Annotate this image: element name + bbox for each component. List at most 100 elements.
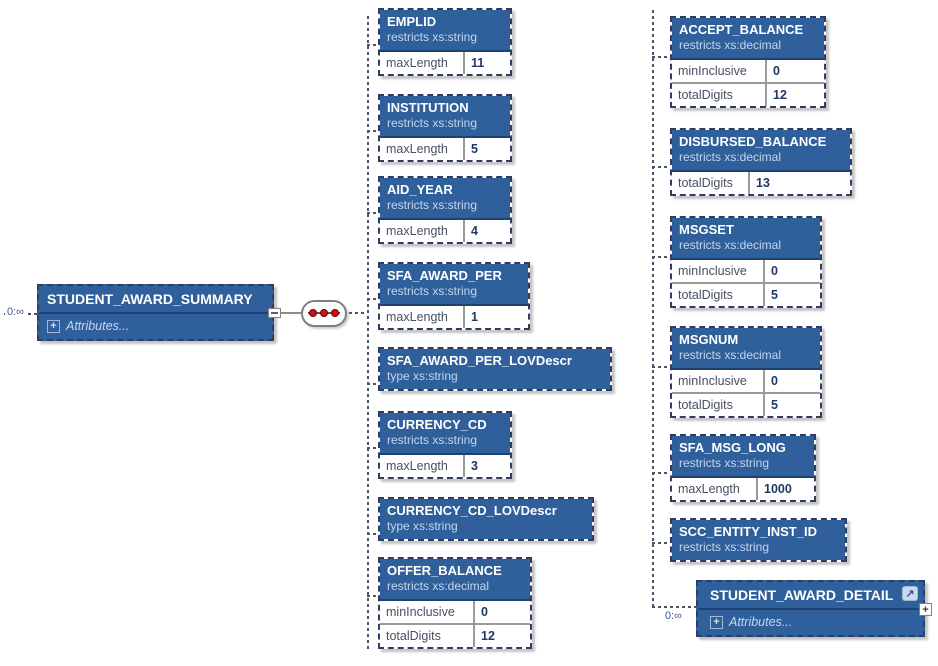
facet-name: minInclusive [672, 60, 767, 82]
element-name: DISBURSED_BALANCE [679, 134, 827, 149]
element-name: AID_YEAR [387, 182, 453, 197]
element-student-award-detail[interactable]: STUDENT_AWARD_DETAIL ↗ + Attributes... + [696, 580, 932, 637]
element-type: restricts xs:decimal [679, 38, 782, 52]
connector-line [367, 447, 378, 449]
connector-line [367, 44, 378, 46]
connector-line [652, 366, 670, 368]
sequence-branch-line [652, 10, 654, 608]
element-type: restricts xs:decimal [387, 579, 490, 593]
facet-row: maxLength 3 [380, 455, 510, 477]
facet-value: 5 [771, 398, 778, 412]
element-type: restricts xs:string [387, 433, 478, 447]
reference-icon[interactable]: ↗ [902, 586, 918, 601]
element-type: restricts xs:string [679, 540, 770, 554]
facet-value: 0 [771, 374, 778, 388]
multiplicity-label: 0:∞ [5, 306, 27, 318]
connector-line [652, 472, 670, 474]
attributes-label: Attributes... [66, 319, 130, 333]
element-type: restricts xs:decimal [679, 150, 782, 164]
facet-name: maxLength [380, 455, 465, 477]
facet-row: maxLength 4 [380, 220, 510, 242]
attributes-expand-icon[interactable]: + [47, 319, 60, 333]
facet-value: 5 [471, 142, 478, 156]
multiplicity-label: 0:∞ [663, 610, 685, 622]
attributes-label: Attributes... [729, 615, 793, 629]
element-name: INSTITUTION [387, 100, 469, 115]
connector-line [652, 56, 670, 58]
element-student-award-summary[interactable]: STUDENT_AWARD_SUMMARY + Attributes... [37, 284, 281, 341]
connector-line [367, 212, 378, 214]
facet-row: maxLength 5 [380, 138, 510, 160]
element-type: type xs:string [387, 369, 458, 383]
connector-line [367, 595, 378, 597]
facet-row: totalDigits 5 [672, 282, 820, 306]
facet-name: minInclusive [672, 260, 765, 282]
element-name: EMPLID [387, 14, 437, 29]
facet-row: minInclusive 0 [672, 260, 820, 282]
facet-name: maxLength [672, 478, 758, 500]
collapse-handle-icon[interactable] [268, 308, 281, 318]
attributes-expand-icon[interactable]: + [710, 615, 723, 629]
facet-value: 11 [471, 56, 485, 70]
element-name: CURRENCY_CD [387, 417, 487, 432]
element-name: STUDENT_AWARD_SUMMARY [39, 286, 272, 314]
facet-name: totalDigits [380, 625, 475, 647]
facet-value: 1 [471, 310, 478, 324]
element-type: restricts xs:decimal [679, 238, 782, 252]
expand-icon[interactable]: + [919, 603, 932, 616]
element-name: SFA_MSG_LONG [679, 440, 786, 455]
facet-value: 0 [771, 264, 778, 278]
connector-line [276, 312, 303, 314]
connector-line [652, 166, 670, 168]
facet-value: 0 [773, 64, 780, 78]
sequence-icon[interactable] [301, 300, 347, 327]
facet-value: 5 [771, 288, 778, 302]
attributes-row[interactable]: + Attributes... [698, 610, 923, 635]
attributes-row[interactable]: + Attributes... [39, 314, 272, 339]
facet-name: minInclusive [672, 370, 765, 392]
facet-row: minInclusive 0 [672, 60, 824, 82]
sequence-dot [320, 309, 328, 317]
facet-value: 4 [471, 224, 478, 238]
sequence-dot [331, 309, 339, 317]
facet-name: maxLength [380, 220, 465, 242]
element-name: OFFER_BALANCE [387, 563, 502, 578]
element-type: restricts xs:string [387, 116, 478, 130]
element-name: SFA_AWARD_PER [387, 268, 502, 283]
facet-name: maxLength [380, 138, 465, 160]
element-name: CURRENCY_CD_LOVDescr [387, 503, 557, 518]
element-type: restricts xs:string [387, 30, 478, 44]
element-name: SFA_AWARD_PER_LOVDescr [387, 353, 572, 368]
sequence-dot [309, 309, 317, 317]
sequence-branch-line [367, 16, 369, 650]
connector-line [652, 256, 670, 258]
element-name: ACCEPT_BALANCE [679, 22, 804, 37]
facet-name: totalDigits [672, 284, 765, 306]
facet-value: 3 [471, 459, 478, 473]
connector-line [652, 542, 670, 544]
facet-name: totalDigits [672, 172, 750, 194]
connector-line [652, 606, 696, 608]
